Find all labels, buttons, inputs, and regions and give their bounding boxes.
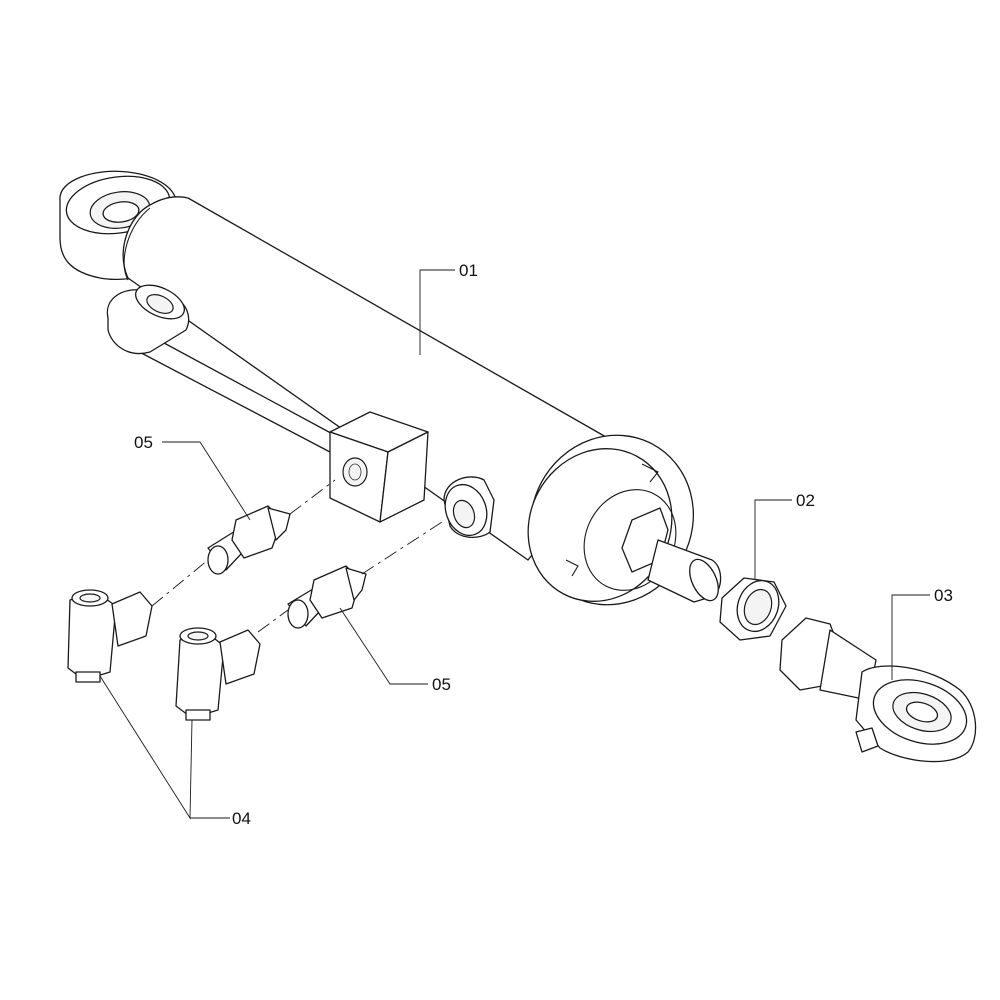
callout-05b: 05: [432, 675, 451, 694]
callout-leader-05a: [162, 441, 251, 521]
callout-03: 03: [934, 586, 953, 605]
adapter-part-05b: 05: [287, 565, 451, 694]
elbow-fitting-part-04a: [67, 589, 153, 683]
adapter-part-05a: 05: [134, 433, 291, 575]
callout-leader-03: [891, 594, 930, 680]
elbow-fitting-part-04b: [175, 627, 261, 721]
callout-leader-04: [99, 675, 230, 820]
port-boss: [443, 476, 495, 538]
assembly-center-lines: [151, 479, 443, 633]
hex-nut-part-02: 02: [719, 491, 815, 641]
callout-leader-02: [754, 499, 792, 580]
callout-leader-01: [419, 269, 455, 355]
rod-end-part-03: 03: [779, 586, 977, 763]
callout-02: 02: [796, 491, 815, 510]
callout-leader-05b: [339, 607, 428, 685]
callout-04: 04: [232, 809, 251, 828]
cylinder-barrel: [122, 196, 621, 561]
feed-tube: [106, 284, 341, 453]
piston-rod: [621, 507, 722, 603]
callout-05a: 05: [134, 433, 153, 452]
cylinder-assembly: 01: [59, 170, 722, 606]
callout-01: 01: [459, 261, 478, 280]
port-block: [329, 411, 429, 523]
